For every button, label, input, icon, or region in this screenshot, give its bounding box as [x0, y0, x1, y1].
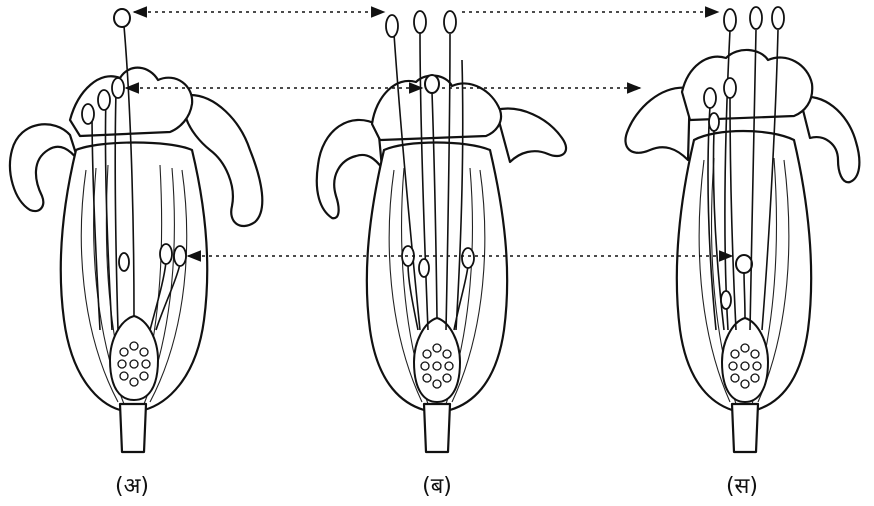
flower-b-stigma: [425, 75, 439, 93]
flower-c-right-petal: [800, 97, 859, 182]
flower-b: [317, 11, 566, 452]
flower-a-mid-anther: [98, 90, 110, 110]
flower-c: [625, 7, 859, 452]
flower-a-short-anther: [160, 244, 172, 264]
flower-c-upper-petals: [682, 50, 812, 120]
flower-a-stigma: [114, 9, 130, 27]
caption-flower-a: (अ): [115, 470, 149, 500]
caption-flower-c: (स): [726, 470, 758, 500]
caption-flower-b: (ब): [422, 470, 452, 500]
flower-a: [10, 9, 262, 452]
flower-c-mid-anther: [704, 88, 716, 108]
flower-c-long-anther: [724, 9, 736, 31]
flower-c-pedicel: [732, 404, 758, 452]
flower-c-stigma: [736, 255, 752, 273]
flower-a-upper-petals: [70, 68, 192, 136]
flower-b-pedicel: [424, 404, 450, 452]
flower-c-left-petal: [625, 88, 690, 160]
flower-b-left-petal: [317, 120, 382, 218]
flower-b-long-anther: [386, 15, 398, 37]
flower-c-style: [744, 272, 745, 318]
flower-b-right-petal: [496, 109, 566, 162]
flower-a-pedicel: [120, 404, 146, 452]
